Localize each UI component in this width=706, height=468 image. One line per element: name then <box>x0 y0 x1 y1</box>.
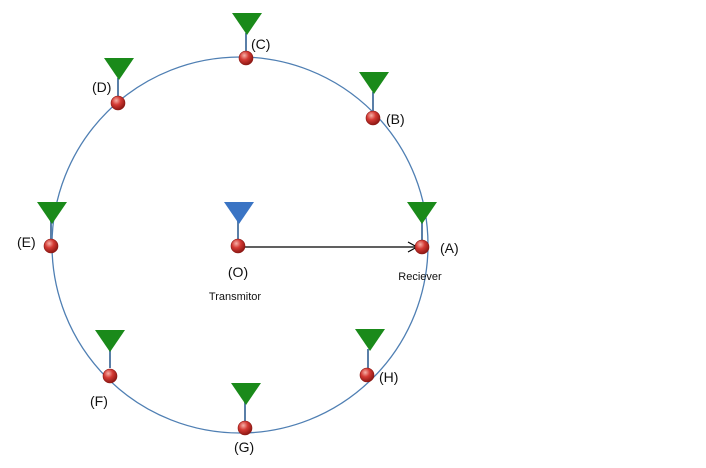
receiver-sphere-icon <box>359 367 375 383</box>
receiver-sphere-icon <box>414 239 430 255</box>
receiver-sphere-icon <box>238 50 254 66</box>
receiver-node-f: (F) <box>90 330 125 409</box>
receiver-label-f: (F) <box>90 393 108 409</box>
receiver-antenna-icon <box>231 383 261 405</box>
receiver-label-e: (E) <box>17 234 36 250</box>
transmitter-node: (O) Transmitor <box>209 202 261 303</box>
receiver-antenna-icon <box>37 202 67 224</box>
receiver-node-d: (D) <box>92 58 134 111</box>
receiver-node-c: (C) <box>232 13 270 66</box>
receiver-antenna-icon <box>104 58 134 80</box>
receiver-label-b: (B) <box>386 111 405 127</box>
receiver-sphere-icon <box>43 238 59 254</box>
receiver-antenna-icon <box>355 329 385 351</box>
receiver-label-g: (G) <box>234 439 254 455</box>
receiver-antenna-icon <box>407 202 437 224</box>
receiver-antenna-icon <box>359 72 389 94</box>
receiver-sphere-icon <box>237 420 253 436</box>
receiver-node-g: (G) <box>231 383 261 455</box>
receiver-antenna-icon <box>232 13 262 35</box>
receiver-sphere-icon <box>110 95 126 111</box>
transmitter-caption: Transmitor <box>209 291 261 303</box>
transmitter-antenna-icon <box>224 202 254 224</box>
receiver-label-d: (D) <box>92 79 111 95</box>
receiver-label-c: (C) <box>251 36 270 52</box>
receiver-caption: Reciever <box>398 271 442 283</box>
transmitter-sphere-icon <box>230 238 246 254</box>
receiver-sphere-icon <box>365 110 381 126</box>
receiver-label-h: (H) <box>379 369 398 385</box>
receiver-label-a: (A) <box>440 240 459 256</box>
receiver-node-h: (H) <box>355 329 398 385</box>
receiver-node-a: (A) Reciever <box>398 202 459 283</box>
transmitter-label: (O) <box>228 264 248 280</box>
receiver-node-e: (E) <box>17 202 67 254</box>
receiver-sphere-icon <box>102 368 118 384</box>
receiver-antenna-icon <box>95 330 125 352</box>
receiver-node-b: (B) <box>359 72 405 127</box>
